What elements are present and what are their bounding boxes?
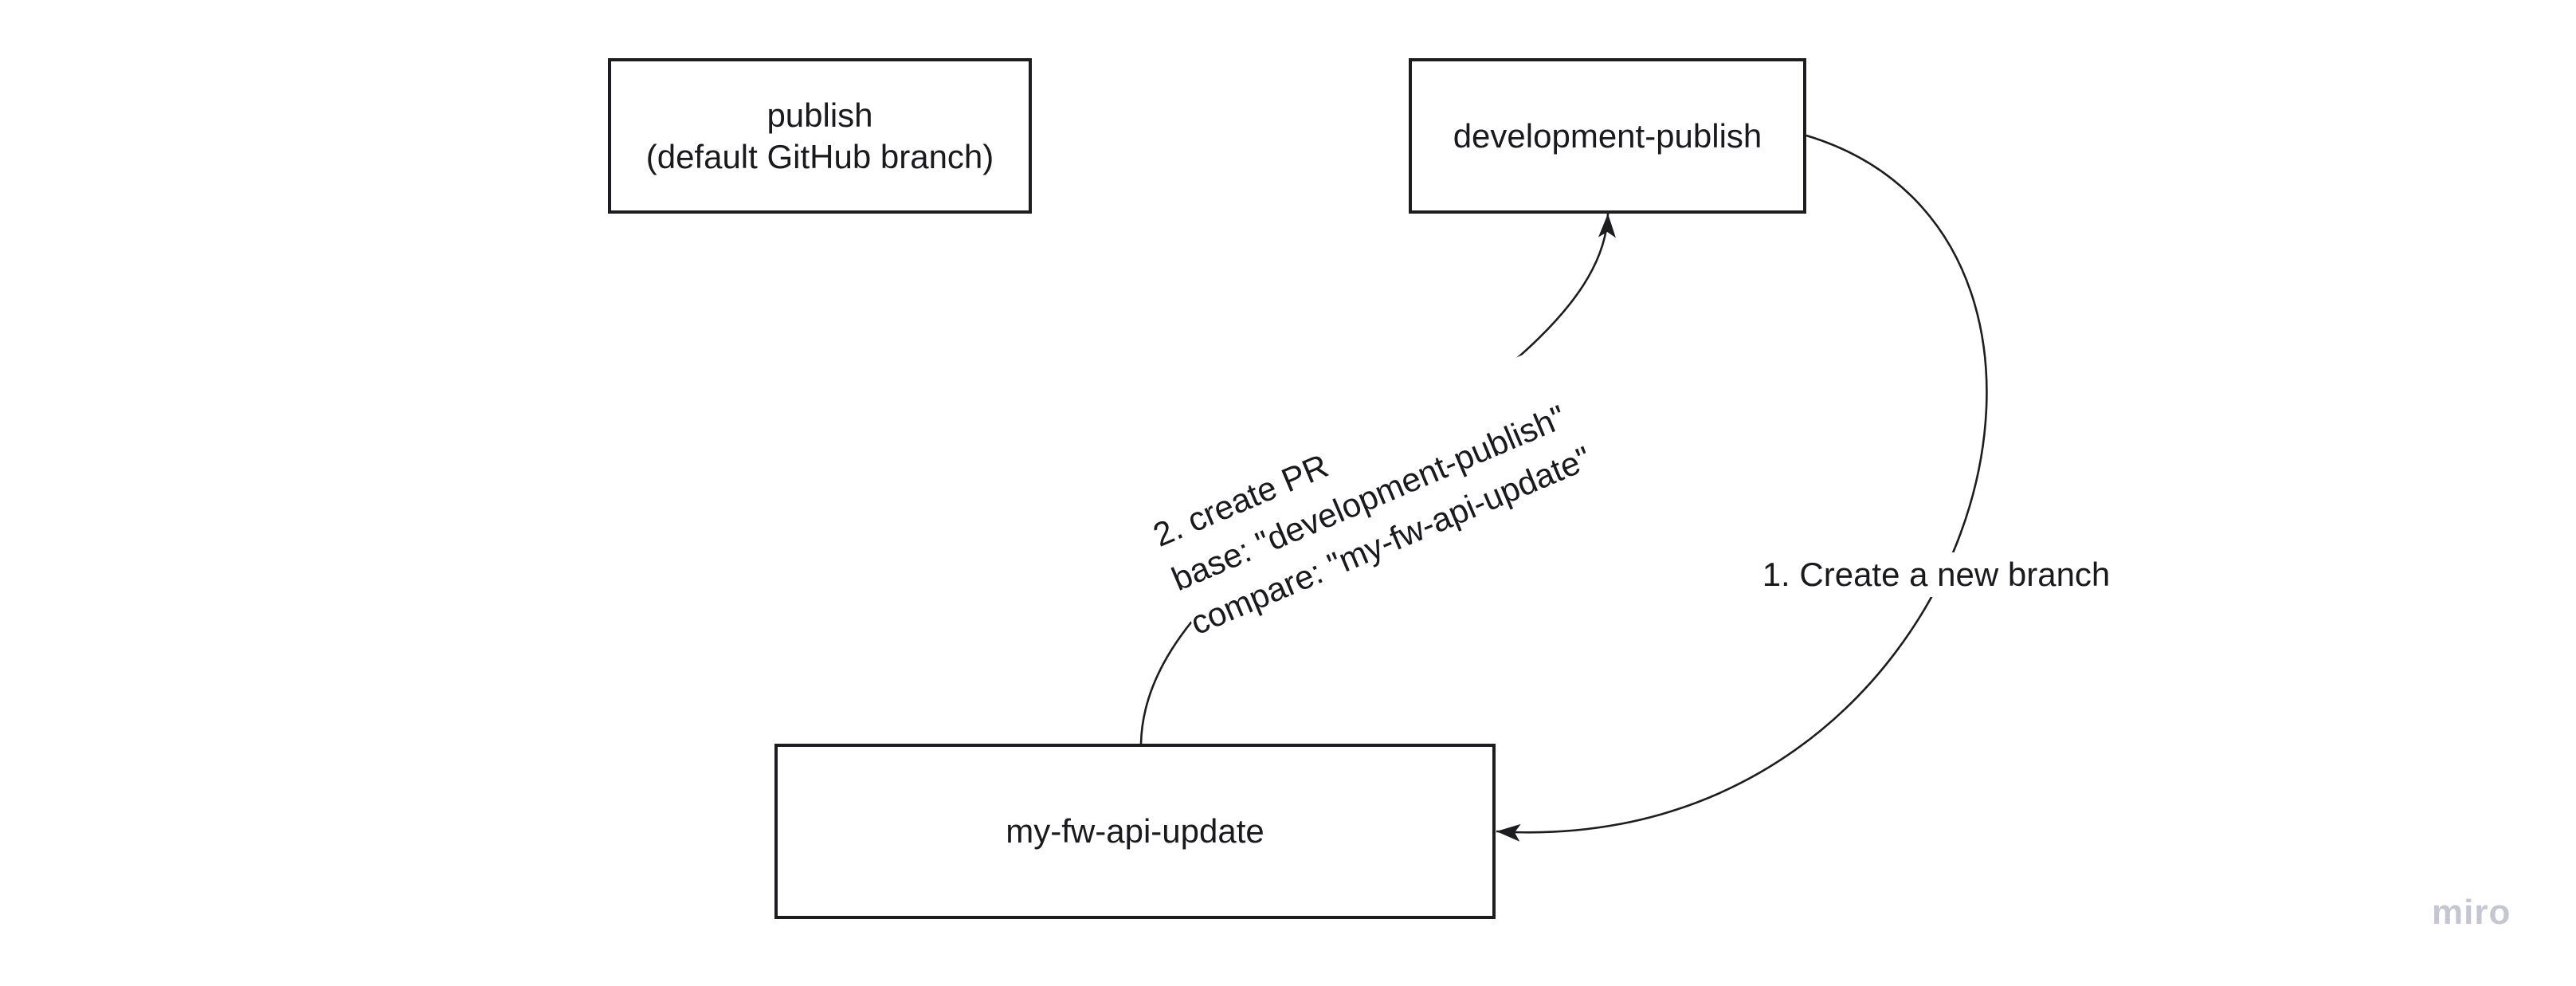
- connector-create-new-branch[interactable]: [1496, 134, 1988, 834]
- shape-publish-label-line1: publish: [767, 96, 873, 134]
- shape-my-fw-api-update-label: my-fw-api-update: [1006, 812, 1264, 850]
- shape-development-publish[interactable]: development-publish: [1409, 58, 1806, 214]
- miro-logo-watermark: miro: [2432, 893, 2511, 932]
- arrowhead-into-my-fw-api-update: [1496, 823, 1521, 842]
- shape-publish-branch[interactable]: publish (default GitHub branch): [608, 58, 1032, 214]
- connector-label-create-new-branch[interactable]: 1. Create a new branch: [1754, 552, 2119, 597]
- shape-my-fw-api-update[interactable]: my-fw-api-update: [774, 744, 1496, 919]
- arrowhead-into-development-publish: [1598, 214, 1616, 238]
- shape-development-publish-label: development-publish: [1453, 116, 1762, 155]
- shape-publish-label-line2: (default GitHub branch): [645, 137, 994, 175]
